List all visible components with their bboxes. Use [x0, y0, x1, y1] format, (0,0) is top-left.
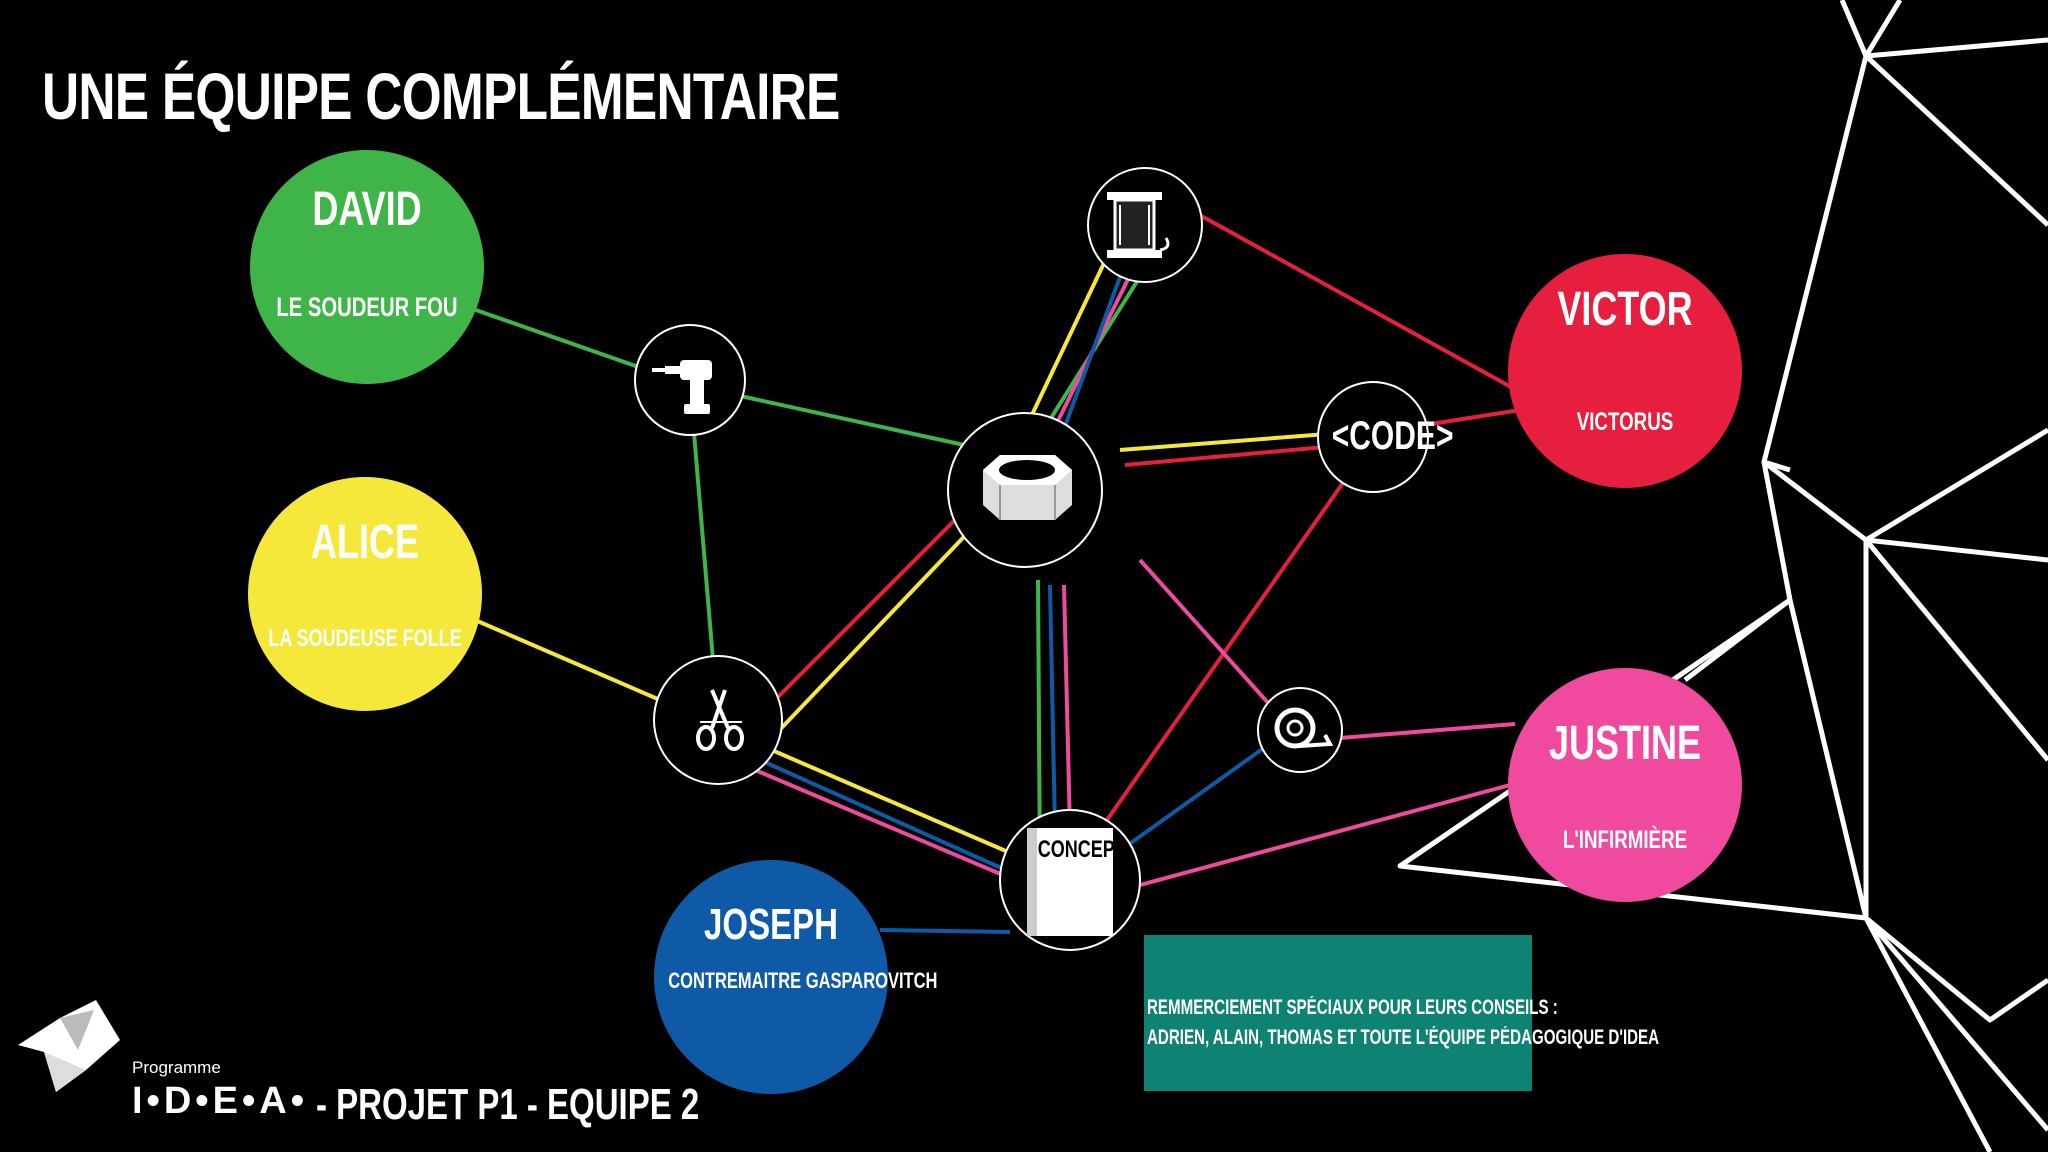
footer-project: - PROJET P1 - EQUIPE 2 [316, 1080, 700, 1129]
person-role: LE SOUDEUR FOU [276, 292, 458, 322]
node-tape [1257, 687, 1343, 773]
concept-node-label: CONCEPT [1037, 836, 1126, 863]
person-role: CONTREMAITRE GASPAROVITCH [668, 968, 938, 993]
thanks-box: REMMERCIEMENT SPÉCIAUX POUR LEURS CONSEI… [1144, 935, 1660, 1091]
person-justine: JUSTINE L'INFIRMIÈRE [1508, 668, 1742, 902]
person-name: VICTOR [1557, 283, 1693, 336]
footer-logo-text: I•D•E•A• [132, 1080, 309, 1122]
node-nut [947, 412, 1103, 568]
thanks-line-1: REMMERCIEMENT SPÉCIAUX POUR LEURS CONSEI… [1147, 996, 1558, 1019]
scissors-icon [696, 689, 744, 751]
person-name: JUSTINE [1548, 717, 1702, 770]
person-name: DAVID [312, 183, 422, 236]
person-role: VICTORUS [1576, 408, 1674, 436]
person-name: ALICE [311, 516, 419, 569]
hex-nut-icon [983, 455, 1072, 520]
node-spool [1087, 167, 1203, 283]
person-joseph: JOSEPH CONTREMAITRE GASPAROVITCH [654, 860, 938, 1094]
person-alice: ALICE LA SOUDEUSE FOLLE [248, 477, 482, 711]
person-role: LA SOUDEUSE FOLLE [268, 625, 462, 652]
drill-icon [652, 360, 712, 414]
code-node-label: <CODE> [1331, 414, 1454, 458]
polygon-mesh-decoration [1397, 0, 2048, 1152]
slide-title: UNE ÉQUIPE COMPLÉMENTAIRE [42, 59, 840, 133]
person-victor: VICTOR VICTORUS [1508, 254, 1742, 488]
node-drill [634, 324, 746, 436]
connections [469, 211, 1521, 934]
thanks-line-2: ADRIEN, ALAIN, THOMAS ET TOUTE L'ÉQUIPE … [1147, 1026, 1660, 1049]
idea-logo-mark [18, 1000, 120, 1092]
book-icon [1027, 828, 1113, 936]
person-role: L'INFIRMIÈRE [1562, 826, 1688, 854]
person-david: DAVID LE SOUDEUR FOU [250, 150, 484, 384]
node-scissors [653, 655, 783, 785]
person-name: JOSEPH [704, 900, 838, 949]
footer-brand: Programme [132, 1058, 221, 1077]
node-concept [999, 809, 1141, 951]
tape-roll-icon [1274, 707, 1334, 749]
node-code [1317, 381, 1429, 493]
spool-icon [1107, 192, 1170, 258]
